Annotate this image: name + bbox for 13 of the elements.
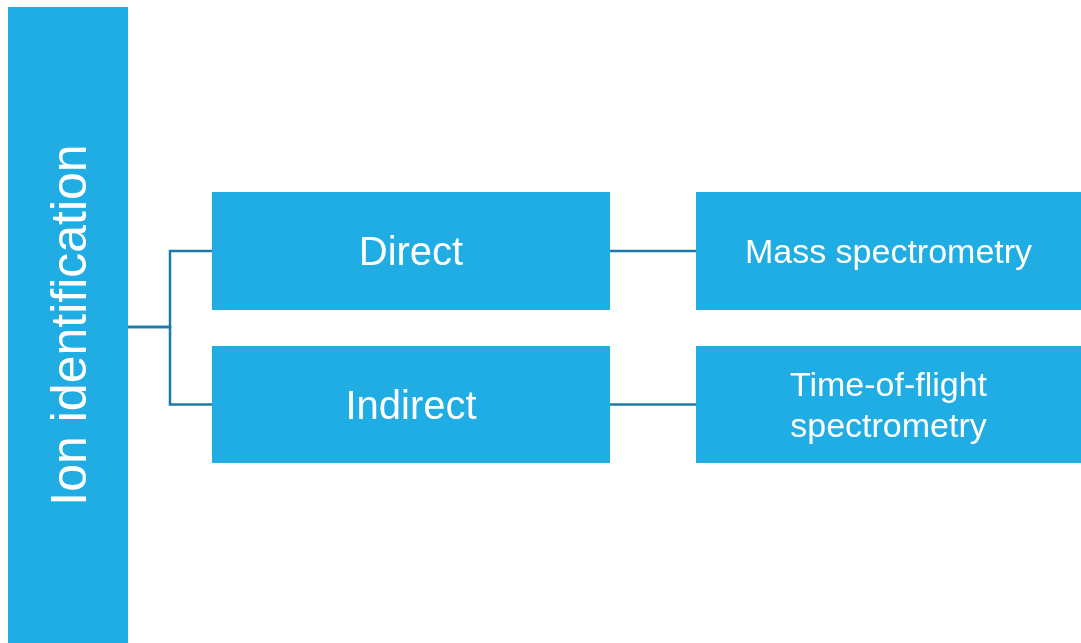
method-box bbox=[696, 192, 1081, 310]
node-label: Mass spectrometry bbox=[744, 230, 1033, 272]
vertical-title-bar bbox=[8, 7, 128, 643]
node-label: Direct bbox=[358, 228, 464, 275]
category-box bbox=[212, 346, 610, 463]
method-box bbox=[696, 346, 1081, 463]
connector-line bbox=[610, 403, 696, 406]
connector-line bbox=[610, 249, 696, 253]
category-box bbox=[212, 192, 610, 310]
node-label: Ion identification bbox=[39, 144, 98, 506]
node-label: Indirect bbox=[345, 381, 477, 429]
connector-line bbox=[128, 325, 212, 406]
node-label: Time-of-flight spectrometry bbox=[788, 363, 989, 446]
